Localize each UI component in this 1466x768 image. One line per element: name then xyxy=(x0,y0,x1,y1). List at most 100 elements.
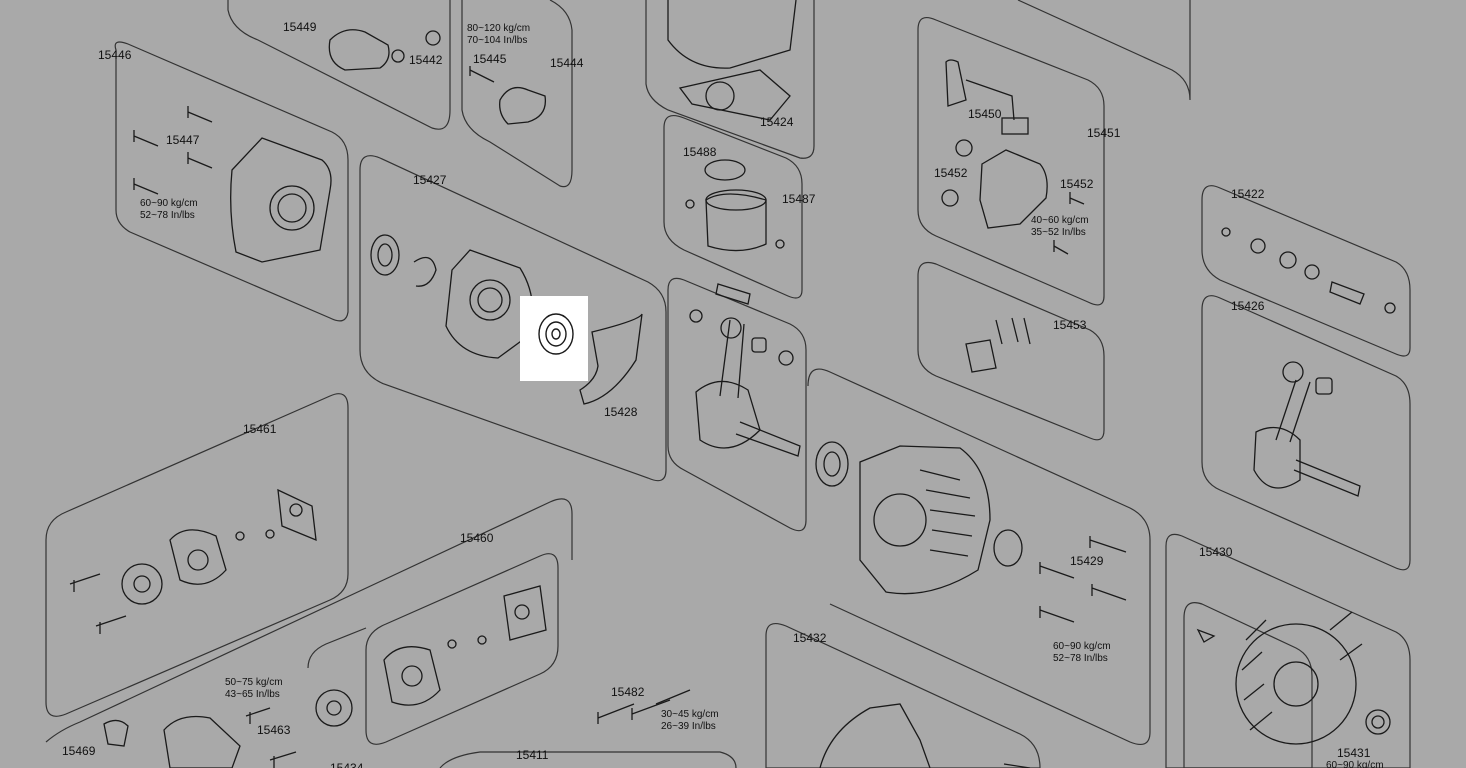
label-15432: 15432 xyxy=(793,631,827,645)
cover-15446 xyxy=(230,137,332,263)
bolt-15447-c xyxy=(187,152,213,169)
panel-15426 xyxy=(1201,295,1411,571)
torque-inlbs: 52~78 In/lbs xyxy=(1053,653,1108,664)
pin-15422 xyxy=(1329,281,1365,305)
panel-15463 xyxy=(307,627,367,669)
panel-15449 xyxy=(227,0,451,130)
label-15426: 15426 xyxy=(1231,299,1265,313)
panel-15432 xyxy=(765,623,1041,768)
label-15450: 15450 xyxy=(968,107,1002,121)
label-15469: 15469 xyxy=(62,744,96,758)
torque-kg: 60~90 kg/cm xyxy=(140,198,198,209)
panel-15422 xyxy=(1201,185,1411,357)
highlighted-bearing[interactable] xyxy=(520,296,588,381)
torque-inlbs: 26~39 In/lbs xyxy=(661,721,716,732)
panel-15487 xyxy=(663,115,803,299)
panel-15429 xyxy=(807,368,1151,745)
panel-15427 xyxy=(359,155,667,482)
bracket-15444 xyxy=(499,86,547,125)
label-15424: 15424 xyxy=(760,115,794,129)
label-15451: 15451 xyxy=(1087,126,1121,140)
label-15488: 15488 xyxy=(683,145,717,159)
torque-spec-15445: 80~120 kg/cm 70~104 In/lbs xyxy=(467,23,530,47)
panel-15424-crank xyxy=(667,277,807,532)
manifold-15461 xyxy=(169,529,227,585)
panel-15451 xyxy=(917,17,1105,306)
label-15447: 15447 xyxy=(166,133,200,147)
crankshaft-15426 xyxy=(1253,426,1301,489)
label-15463: 15463 xyxy=(257,723,291,737)
torque-kg: 40~60 kg/cm xyxy=(1031,215,1089,226)
torque-kg: 50~75 kg/cm xyxy=(225,677,283,688)
torque-spec-15482: 30~45 kg/cm 26~39 In/lbs xyxy=(661,709,719,733)
label-15427: 15427 xyxy=(413,173,447,187)
flywheel-15430 xyxy=(1235,623,1357,745)
panel-15446 xyxy=(114,41,349,322)
torque-spec-15431: 60~90 kg/cm xyxy=(1326,760,1384,768)
torque-inlbs: 70~104 In/lbs xyxy=(467,35,528,46)
housing-15432 xyxy=(819,703,931,768)
label-15411: 15411 xyxy=(516,748,549,762)
label-15422: 15422 xyxy=(1231,187,1265,201)
panel-15460b xyxy=(365,553,559,745)
panel-top-right xyxy=(1017,0,1191,101)
panel-15460 xyxy=(45,498,573,743)
torque-spec-15429: 60~90 kg/cm 52~78 In/lbs xyxy=(1053,641,1111,665)
label-15445: 15445 xyxy=(473,52,507,66)
plug-cap-15450 xyxy=(945,59,967,107)
label-15428: 15428 xyxy=(604,405,638,419)
gasket-15461 xyxy=(277,488,317,542)
label-15434: 15434 xyxy=(330,761,364,768)
torque-inlbs: 43~65 In/lbs xyxy=(225,689,280,700)
label-15461: 15461 xyxy=(243,422,277,436)
sensor-15453 xyxy=(965,339,997,373)
carburetor xyxy=(163,715,241,768)
plate-15461 xyxy=(121,563,163,605)
bolt-15447-b xyxy=(133,130,159,147)
torque-kg: 30~45 kg/cm xyxy=(661,709,719,720)
panel-15424 xyxy=(645,0,815,159)
label-15482: 15482 xyxy=(611,685,645,699)
panel-15431 xyxy=(1183,602,1313,768)
coil-15451 xyxy=(979,149,1048,229)
label-15429: 15429 xyxy=(1070,554,1104,568)
manifold-15460 xyxy=(383,646,441,706)
bolt-15447-a xyxy=(187,106,213,123)
crankcase-15429 xyxy=(859,445,991,595)
panel-15444 xyxy=(461,0,573,188)
torque-kg: 60~90 kg/cm xyxy=(1053,641,1111,652)
label-15431: 15431 xyxy=(1337,746,1371,760)
torque-spec-15452: 40~60 kg/cm 35~52 In/lbs xyxy=(1031,215,1089,239)
washer-15442-b xyxy=(391,49,405,63)
label-15442: 15442 xyxy=(409,53,443,67)
label-15452-a: 15452 xyxy=(934,166,968,180)
gasket-15424 xyxy=(678,69,791,121)
label-15446: 15446 xyxy=(98,48,132,62)
clutch-shoe xyxy=(328,29,390,71)
bolt-15445 xyxy=(469,66,495,83)
label-15487: 15487 xyxy=(782,192,816,206)
gasket-15460 xyxy=(503,585,547,641)
seal-15427 xyxy=(370,234,400,276)
washer-15442-a xyxy=(425,30,441,46)
torque-spec-15463: 50~75 kg/cm 43~65 In/lbs xyxy=(225,677,283,701)
piston-15487 xyxy=(705,193,767,252)
panel-15411 xyxy=(439,751,737,768)
bolt-15447-d xyxy=(133,178,159,195)
ring-15488 xyxy=(704,159,746,181)
panel-15430 xyxy=(1165,533,1411,768)
washer-15422 xyxy=(1250,238,1266,254)
panel-15453 xyxy=(917,261,1105,441)
torque-inlbs: 52~78 In/lbs xyxy=(140,210,195,221)
label-15452-b: 15452 xyxy=(1060,177,1094,191)
torque-kg: 60~90 kg/cm xyxy=(1326,760,1384,768)
gasket-15428 xyxy=(579,313,643,405)
cylinder-15424 xyxy=(667,0,797,69)
label-15453: 15453 xyxy=(1053,318,1087,332)
torque-spec-15447: 60~90 kg/cm 52~78 In/lbs xyxy=(140,198,198,222)
torque-inlbs: 35~52 In/lbs xyxy=(1031,227,1086,238)
label-15430: 15430 xyxy=(1199,545,1233,559)
label-15460: 15460 xyxy=(460,531,494,545)
panel-15461 xyxy=(45,393,349,717)
